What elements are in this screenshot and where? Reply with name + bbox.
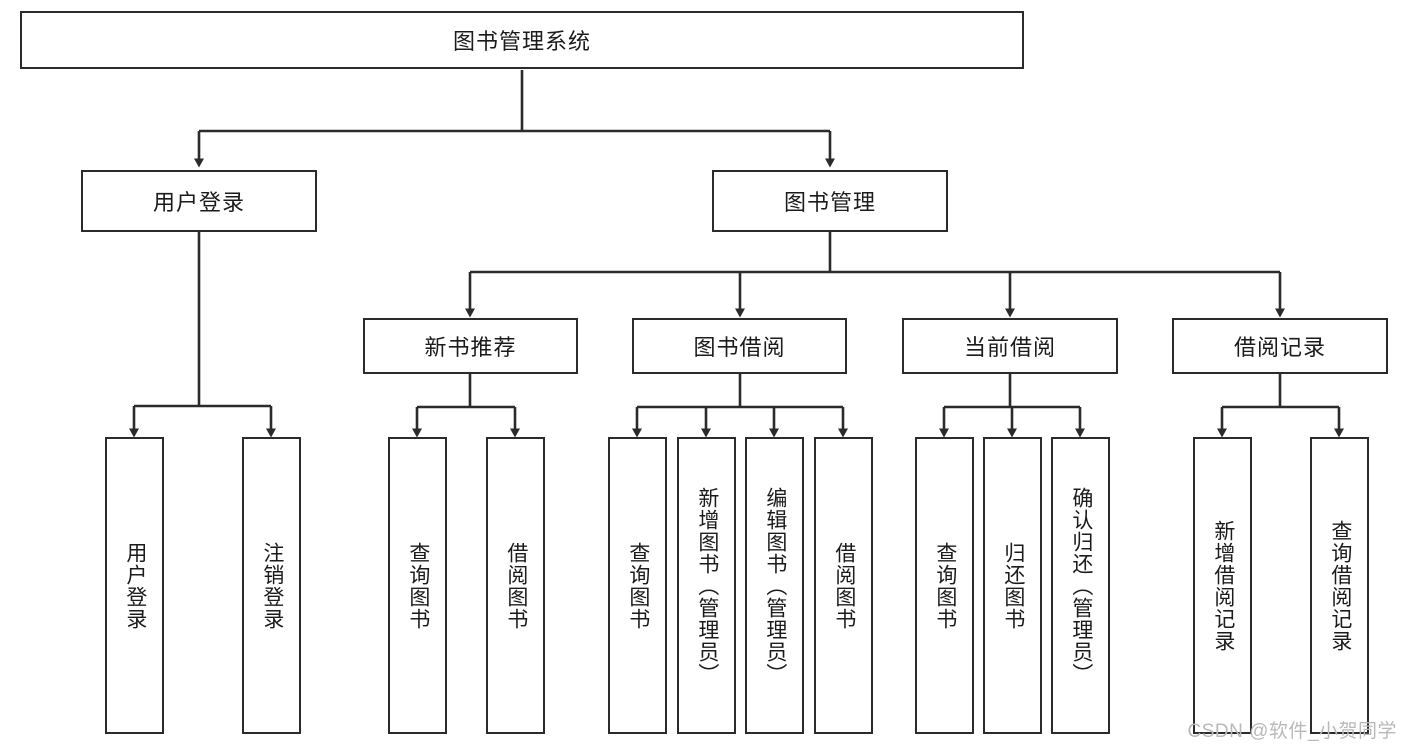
leaf-query-borrow-record[interactable]: 查询借阅记录 <box>1310 437 1369 734</box>
leaf-return-book-label: 归还图书 <box>1001 541 1025 630</box>
node-book-borrow[interactable]: 图书借阅 <box>632 318 847 374</box>
node-root[interactable]: 图书管理系统 <box>20 11 1024 69</box>
leaf-query-borrow-record-label: 查询借阅记录 <box>1328 519 1352 652</box>
leaf-borrow-book-label: 借阅图书 <box>832 541 856 630</box>
node-new-book-recommend-label: 新书推荐 <box>424 335 517 360</box>
leaf-logout[interactable]: 注销登录 <box>242 437 301 734</box>
node-new-book-recommend[interactable]: 新书推荐 <box>363 318 578 374</box>
leaf-borrow-book-new[interactable]: 借阅图书 <box>486 437 545 734</box>
leaf-borrow-book-new-label: 借阅图书 <box>504 541 528 630</box>
node-user-login[interactable]: 用户登录 <box>81 170 317 232</box>
leaf-return-book[interactable]: 归还图书 <box>983 437 1042 734</box>
leaf-edit-book-admin-label: 编辑图书（管理员） <box>763 486 787 685</box>
leaf-edit-book-admin[interactable]: 编辑图书（管理员） <box>745 437 804 734</box>
leaf-query-book-new[interactable]: 查询图书 <box>388 437 447 734</box>
leaf-query-book-current-label: 查询图书 <box>933 541 957 630</box>
node-book-management[interactable]: 图书管理 <box>712 170 948 232</box>
node-user-login-label: 用户登录 <box>152 190 245 215</box>
leaf-query-book-borrow[interactable]: 查询图书 <box>608 437 667 734</box>
node-borrow-record[interactable]: 借阅记录 <box>1172 318 1388 374</box>
leaf-add-book-admin[interactable]: 新增图书（管理员） <box>677 437 736 734</box>
node-book-borrow-label: 图书借阅 <box>693 335 786 360</box>
leaf-logout-label: 注销登录 <box>260 541 284 630</box>
node-current-borrow[interactable]: 当前借阅 <box>902 318 1118 374</box>
leaf-add-borrow-record[interactable]: 新增借阅记录 <box>1193 437 1252 734</box>
node-book-management-label: 图书管理 <box>783 190 876 215</box>
node-root-label: 图书管理系统 <box>452 29 591 54</box>
node-current-borrow-label: 当前借阅 <box>963 335 1056 360</box>
leaf-user-login-label: 用户登录 <box>123 541 147 630</box>
leaf-query-book-new-label: 查询图书 <box>406 541 430 630</box>
node-borrow-record-label: 借阅记录 <box>1233 335 1326 360</box>
leaf-confirm-return-admin-label: 确认归还（管理员） <box>1069 486 1093 685</box>
leaf-borrow-book[interactable]: 借阅图书 <box>814 437 873 734</box>
leaf-add-borrow-record-label: 新增借阅记录 <box>1211 519 1235 652</box>
leaf-query-book-borrow-label: 查询图书 <box>626 541 650 630</box>
leaf-confirm-return-admin[interactable]: 确认归还（管理员） <box>1051 437 1110 734</box>
leaf-add-book-admin-label: 新增图书（管理员） <box>695 486 719 685</box>
watermark: CSDN @软件_小贺同学 <box>1187 721 1397 742</box>
leaf-query-book-current[interactable]: 查询图书 <box>915 437 974 734</box>
leaf-user-login[interactable]: 用户登录 <box>105 437 164 734</box>
